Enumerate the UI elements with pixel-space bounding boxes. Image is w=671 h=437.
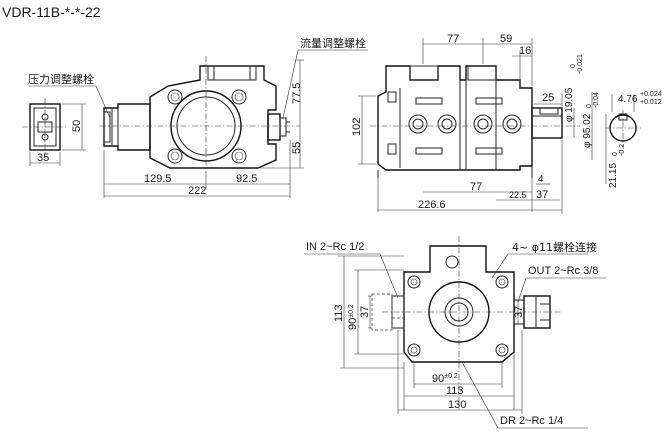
dim-129-5: 129.5 <box>144 173 172 185</box>
dim-90-vertical: 90±0.2 <box>347 304 359 330</box>
dim-37-side: 37 <box>536 189 548 201</box>
dim-222: 222 <box>188 185 206 197</box>
dim-59: 59 <box>500 33 512 45</box>
tol-key-width: 4.76 <box>618 94 638 105</box>
dim-16: 16 <box>519 45 531 57</box>
label-flow-screw: 流量调整螺栓 <box>300 36 366 50</box>
tol-key-width-lower: +0.012 <box>640 99 662 106</box>
dim-113-horizontal: 113 <box>446 385 464 397</box>
dim-77-top: 77 <box>447 33 459 45</box>
dim-77-bottom: 77 <box>470 181 482 193</box>
dim-4: 4 <box>538 174 544 185</box>
drawing-title: VDR-11B-*-*-22 <box>2 4 101 20</box>
side-view-small: 35 50 <box>22 98 86 166</box>
dim-37-right: 37 <box>513 306 525 318</box>
tol-shaft-dia: φ 19.05 <box>564 87 575 122</box>
tol-key-width-upper: +0.024 <box>640 91 662 98</box>
dim-113-vertical: 113 <box>333 304 345 322</box>
tol-shaft-dia-upper: 0 <box>570 64 577 68</box>
flange-view <box>371 236 562 410</box>
dim-130: 130 <box>448 399 466 411</box>
shaft-end-view <box>605 110 641 146</box>
tol-key-height-upper: 0 <box>612 152 619 156</box>
tol-key-height-lower: -0.2 <box>619 144 626 156</box>
label-in-port: IN 2~Rc 1/2 <box>306 241 364 253</box>
dim-25: 25 <box>542 92 554 104</box>
dim-77-5: 77.5 <box>291 83 303 104</box>
dim-55: 55 <box>291 142 303 154</box>
dim-90-horizontal: 90±0.2 <box>432 373 458 385</box>
tol-key-height: 21.15 <box>608 163 619 188</box>
tol-shaft-dia-lower: -0.021 <box>577 54 584 74</box>
dim-37-left: 37 <box>359 306 371 318</box>
label-out-port: OUT 2~Rc 3/8 <box>528 265 598 277</box>
label-pressure-screw: 压力调整螺栓 <box>28 72 94 86</box>
tol-pilot-upper: 0 <box>586 104 593 108</box>
dim-92-5: 92.5 <box>236 173 257 185</box>
dim-226-6: 226.6 <box>418 199 446 211</box>
dim-102: 102 <box>351 118 363 136</box>
dim-50: 50 <box>71 120 83 132</box>
label-dr-port: DR 2~Rc 1/4 <box>500 415 563 427</box>
dim-35: 35 <box>37 152 49 164</box>
front-view <box>100 56 300 176</box>
side-view <box>370 65 580 178</box>
tol-pilot: φ 95.02 <box>582 113 593 148</box>
dim-22-5: 22.5 <box>509 190 527 200</box>
tol-pilot-lower: -0.04 <box>593 92 600 108</box>
label-bolt-connect: 4~ φ11螺栓连接 <box>512 240 597 254</box>
